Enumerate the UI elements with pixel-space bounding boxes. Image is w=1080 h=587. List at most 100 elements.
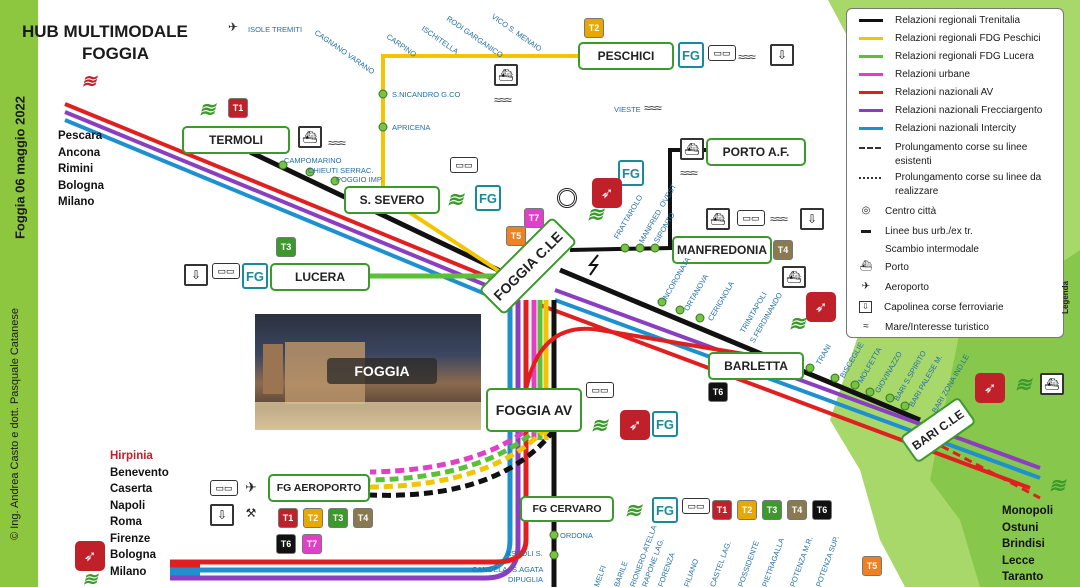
line-intercity-se	[554, 298, 1041, 480]
badge-t7-aeroporto: T7	[302, 534, 322, 554]
legend-sym-3: ⛴Porto	[859, 261, 909, 273]
bari-extension	[929, 438, 1041, 500]
ferrovie-gargano-icon: FG	[618, 160, 644, 186]
legend-sym-label-6: Mare/Interesse turistico	[885, 321, 989, 333]
city-north-4: Milano	[58, 196, 95, 208]
legend-row-2: Relazioni regionali FDG Lucera	[859, 51, 1034, 62]
station-fg-cervaro[interactable]: FG CERVARO	[520, 496, 614, 522]
badge-t1-termoli: T1	[228, 98, 248, 118]
stop-vieste: VIESTE	[614, 105, 641, 114]
ferrovie-gargano-icon: FG	[242, 263, 268, 289]
station-peschici[interactable]: PESCHICI	[578, 42, 674, 70]
station-lucera[interactable]: LUCERA	[270, 263, 370, 291]
legend-label-2: Relazioni regionali FDG Lucera	[895, 51, 1034, 62]
av-curve	[524, 326, 781, 391]
station-barletta[interactable]: BARLETTA	[708, 352, 804, 380]
ferrovie-gargano-icon: FG	[475, 185, 501, 211]
city-center-icon	[557, 188, 577, 208]
badge-t5-foggia: T5	[506, 226, 526, 246]
station-fg-aeroporto[interactable]: FG AEROPORTO	[268, 474, 370, 502]
legend-swatch-2	[859, 55, 883, 58]
ferrovie-gargano-icon: FG	[678, 42, 704, 68]
trenitalia-frecce-icon: ➶	[620, 410, 650, 440]
line-frecciargento-nw	[64, 110, 506, 295]
badge-t4-cervaro: T4	[787, 500, 807, 520]
terminus-icon: ⇩	[210, 504, 234, 526]
legend-sym-label-0: Centro città	[885, 205, 937, 217]
line-trenitalia-se	[559, 267, 921, 423]
bundle-av	[170, 300, 529, 565]
bus-icon: ▭▭	[682, 498, 710, 514]
legend-swatch-1	[859, 37, 883, 40]
legend-dash-swatch-1	[859, 147, 881, 149]
north-cities: Pescara Ancona Rimini Bologna Milano	[58, 128, 104, 211]
badge-t5-south: T5	[862, 556, 882, 576]
airport-dash-lucera	[369, 424, 542, 483]
sea-icon: ≈≈≈	[770, 212, 788, 226]
city-north-1: Ancona	[58, 146, 101, 159]
map-title-1: HUB MULTIMODALE	[22, 22, 188, 41]
badge-t3-aeroporto: T3	[328, 508, 348, 528]
west-cities: Hirpinia Benevento Caserta Napoli Roma F…	[110, 448, 169, 580]
station-porto-af[interactable]: PORTO A.F.	[706, 138, 806, 166]
left-margin-band	[0, 0, 38, 587]
trenitalia-frecce-icon: ➶	[806, 292, 836, 322]
bus-icon: ▭▭	[737, 210, 765, 226]
terminus-icon: ⇩	[859, 301, 872, 313]
map-title-2: FOGGIA	[82, 44, 150, 63]
city-north-3: Bologna	[58, 179, 104, 192]
stop-dipuglia: DIPUGLIA	[508, 575, 544, 584]
legend-panel: Relazioni regionali Trenitalia Relazioni…	[846, 8, 1070, 338]
legend-sym-label-3: Porto	[885, 261, 909, 273]
station-manfredonia[interactable]: MANFREDONIA	[672, 236, 772, 264]
trenitalia-icon: ≋	[590, 414, 608, 437]
port-icon: ⛴	[494, 64, 518, 86]
legend-dash-1-l2: esistenti	[895, 156, 932, 167]
bus-icon: ▭▭	[708, 45, 736, 61]
trenitalia-logo-icon: ≋	[81, 70, 97, 91]
legend-row-1: Relazioni regionali FDG Peschici	[859, 33, 1041, 44]
ferrovie-gargano-icon: FG	[652, 411, 678, 437]
station-termoli[interactable]: TERMOLI	[182, 126, 290, 154]
port-icon: ⛴	[680, 138, 704, 160]
legend-row-0: Relazioni regionali Trenitalia	[859, 15, 1020, 26]
badge-t3-cervaro: T3	[762, 500, 782, 520]
station-s-severo[interactable]: S. SEVERO	[344, 186, 440, 214]
trunk-northwest	[64, 102, 517, 302]
city-north-0: Pescara	[58, 130, 103, 142]
sea-icon: ≈≈≈	[494, 93, 512, 107]
stop-dots	[278, 89, 910, 560]
bus-icon: ▭▭	[450, 157, 478, 173]
badge-t3-lucera: T3	[276, 237, 296, 257]
bus-icon: ▬	[861, 225, 871, 236]
legend-sym-label-2: Scambio intermodale	[885, 243, 979, 255]
legend-sym-0: ◎Centro città	[859, 205, 937, 217]
badge-t6-barletta: T6	[708, 382, 728, 402]
city-south-1: Ostuni	[1002, 521, 1039, 534]
legend-row-6: Relazioni nazionali Intercity	[859, 123, 1016, 134]
terminus-icon: ⇩	[184, 264, 208, 286]
legend-dash-2-l1: Prolungamento corse su linee da	[895, 172, 1042, 183]
badge-t1-cervaro: T1	[712, 500, 732, 520]
legend-sym-5: ⇩Capolinea corse ferroviarie	[859, 301, 1004, 313]
legend-sym-4: ✈Aeroporto	[859, 281, 929, 293]
legend-label-1: Relazioni regionali FDG Peschici	[895, 33, 1041, 44]
port-icon: ⛴	[782, 266, 806, 288]
legend-dash-swatch-2	[859, 177, 881, 179]
badge-t2-aeroporto: T2	[303, 508, 323, 528]
legend-swatch-5	[859, 109, 883, 112]
trenitalia-icon: ≋	[1014, 373, 1032, 396]
trenitalia-frecce-icon: ➶	[75, 541, 105, 571]
stop-poggio: POGGIO IMP.	[336, 175, 383, 184]
station-foggia-av[interactable]: FOGGIA AV	[486, 388, 582, 432]
bundle-frecciargento	[170, 300, 521, 581]
airport-dash-peschici	[369, 426, 548, 490]
foggia-photo: FOGGIA	[255, 314, 481, 430]
legend-sym-1: ▬Linee bus urb./ex tr.	[859, 225, 973, 237]
sea-icon: ≈≈≈	[680, 166, 698, 180]
airport-extension	[369, 422, 556, 498]
stop-campomarino: CAMPOMARINO	[284, 156, 342, 165]
side-credit: © Ing. Andrea Casto e dott. Pasquale Cat…	[9, 308, 21, 540]
legend-sym-2: Scambio intermodale	[859, 243, 979, 255]
city-south-0: Monopoli	[1002, 505, 1054, 517]
